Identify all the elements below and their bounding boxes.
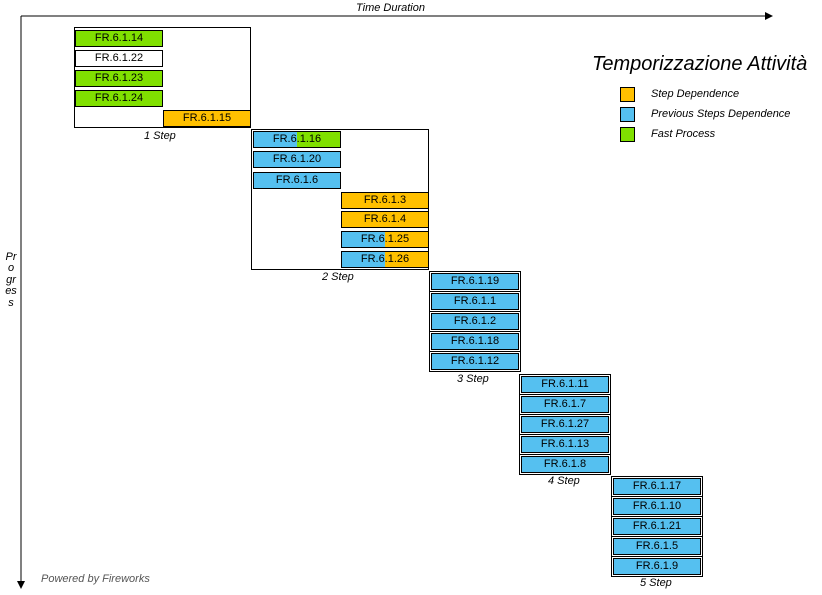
legend-item-fast-process: Fast Process <box>620 126 790 142</box>
task-box: FR.6.1.14 <box>75 30 163 47</box>
step-label: 3 Step <box>457 373 489 385</box>
step-label: 2 Step <box>322 271 354 283</box>
task-box: FR.6.1.4 <box>341 211 429 228</box>
step-group-1 <box>74 27 251 128</box>
task-box: FR.6.1.7 <box>519 394 611 415</box>
legend-swatch-previous <box>620 106 635 122</box>
legend-swatch-step <box>620 86 635 102</box>
step-label: 5 Step <box>640 577 672 589</box>
task-box: FR.6.1.23 <box>75 70 163 87</box>
task-box: FR.6.1.10 <box>611 496 703 517</box>
legend-label: Step Dependence <box>651 88 740 100</box>
task-box: FR.6.1.25 <box>341 231 429 248</box>
task-box: FR.6.1.12 <box>429 351 521 372</box>
task-box: FR.6.1.27 <box>519 414 611 435</box>
step-label: 4 Step <box>548 475 580 487</box>
task-box: FR.6.1.18 <box>429 331 521 352</box>
legend-swatch-fast <box>620 126 635 142</box>
task-box: FR.6.1.1 <box>429 291 521 312</box>
task-box: FR.6.1.6 <box>253 172 341 189</box>
legend-item-previous-steps-dependence: Previous Steps Dependence <box>620 106 790 122</box>
task-box: FR.6.1.26 <box>341 251 429 268</box>
y-axis-arrow-icon <box>17 581 25 589</box>
task-box: FR.6.1.8 <box>519 454 611 475</box>
legend-label: Previous Steps Dependence <box>651 108 791 120</box>
task-box: FR.6.1.2 <box>429 311 521 332</box>
task-box: FR.6.1.5 <box>611 536 703 557</box>
diagram-title: Temporizzazione Attività <box>592 53 808 75</box>
task-box: FR.6.1.15 <box>163 110 251 127</box>
task-box: FR.6.1.11 <box>519 374 611 395</box>
task-box: FR.6.1.16 <box>253 131 341 148</box>
task-box: FR.6.1.24 <box>75 90 163 107</box>
task-box: FR.6.1.13 <box>519 434 611 455</box>
y-axis-label: Progress <box>5 251 17 309</box>
footer-text: Powered by Fireworks <box>41 573 150 585</box>
task-box: FR.6.1.21 <box>611 516 703 537</box>
task-box: FR.6.1.22 <box>75 50 163 67</box>
task-box: FR.6.1.9 <box>611 556 703 577</box>
legend: Step Dependence Previous Steps Dependenc… <box>620 86 790 146</box>
step-label: 1 Step <box>144 130 176 142</box>
task-box: FR.6.1.3 <box>341 192 429 209</box>
x-axis-arrow-icon <box>765 12 773 20</box>
legend-label: Fast Process <box>651 128 716 140</box>
task-box: FR.6.1.19 <box>429 271 521 292</box>
x-axis-label: Time Duration <box>356 2 425 14</box>
task-box: FR.6.1.17 <box>611 476 703 497</box>
task-box: FR.6.1.20 <box>253 151 341 168</box>
legend-item-step-dependence: Step Dependence <box>620 86 790 102</box>
